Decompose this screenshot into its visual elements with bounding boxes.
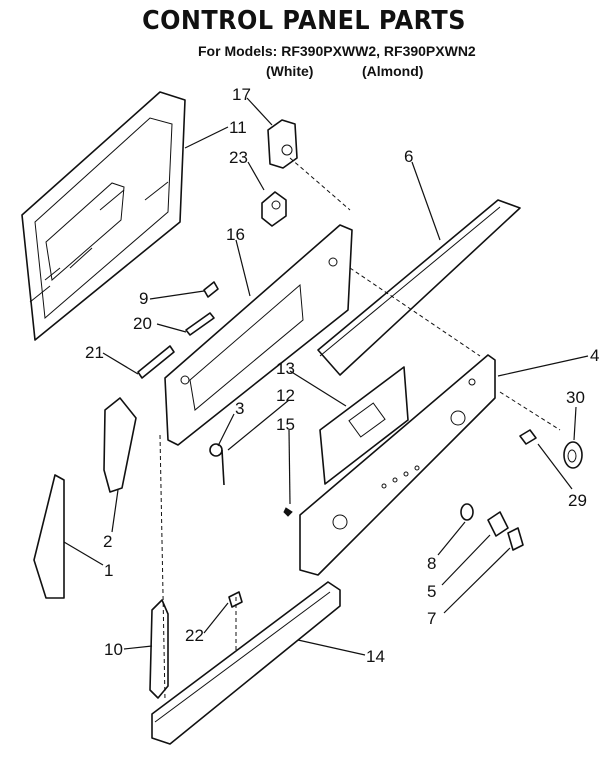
- part-2-bracket: [103, 397, 137, 493]
- callout-9: 9: [139, 289, 148, 308]
- part-12-rod: [221, 449, 225, 486]
- part-20-clip: [185, 312, 215, 336]
- callout-13: 13: [276, 359, 295, 378]
- callout-21: 21: [85, 343, 104, 362]
- callout-4: 4: [590, 346, 599, 365]
- models-line: For Models: RF390PXWW2, RF390PXWN2: [198, 43, 476, 59]
- callout-11: 11: [229, 118, 247, 137]
- part-11-panel-back: [21, 91, 186, 341]
- variant-white-label: (White): [266, 63, 314, 79]
- part-21-clip: [137, 345, 175, 379]
- callout-15: 15: [276, 415, 295, 434]
- callout-1: 1: [104, 561, 113, 580]
- part-14-lower-trim: [151, 581, 341, 745]
- part-22-clip: [228, 591, 243, 608]
- callout-16: 16: [226, 225, 245, 244]
- part-13-control-board: [319, 366, 409, 485]
- callout-8: 8: [427, 554, 436, 573]
- callout-22: 22: [185, 626, 204, 645]
- part-17-module: [267, 119, 298, 169]
- callout-2: 2: [103, 532, 112, 551]
- callout-12: 12: [276, 386, 295, 405]
- callout-23: 23: [229, 148, 248, 167]
- part-15-screw: [283, 507, 293, 517]
- callout-17: 17: [232, 85, 251, 104]
- part-5-spring: [487, 511, 509, 537]
- part-4-front-panel: [299, 354, 496, 576]
- callout-7: 7: [427, 609, 436, 628]
- part-10-bracket: [149, 599, 169, 699]
- part-1-end-cap: [33, 474, 65, 599]
- callout-10: 10: [104, 640, 123, 659]
- callout-5: 5: [427, 582, 436, 601]
- part-8-button: [460, 503, 474, 521]
- part-7-cap: [507, 527, 524, 551]
- callout-14: 14: [366, 647, 385, 666]
- part-29-shaft: [519, 429, 537, 445]
- part-9-clip: [203, 281, 219, 298]
- variant-almond-label: (Almond): [362, 63, 424, 79]
- part-16-panel-frame: [164, 224, 353, 446]
- part-30-knob: [563, 441, 583, 469]
- callout-30: 30: [566, 388, 585, 407]
- part-23-bracket: [261, 191, 287, 227]
- part-3-grommet: [209, 443, 223, 457]
- diagram-header: CONTROL PANEL PARTS For Models: RF390PXW…: [0, 0, 608, 85]
- callout-3: 3: [235, 399, 244, 418]
- callout-29: 29: [568, 491, 587, 510]
- diagram-title: CONTROL PANEL PARTS: [142, 6, 466, 36]
- callout-20: 20: [133, 314, 152, 333]
- alignment-lines: [159, 157, 561, 701]
- callout-labels: 17 11 23 6 16 9 20 21 13 12 3 15 4 30 29…: [85, 85, 599, 666]
- callout-6: 6: [404, 147, 413, 166]
- part-6-trim: [317, 199, 521, 376]
- leader-lines: [63, 97, 589, 656]
